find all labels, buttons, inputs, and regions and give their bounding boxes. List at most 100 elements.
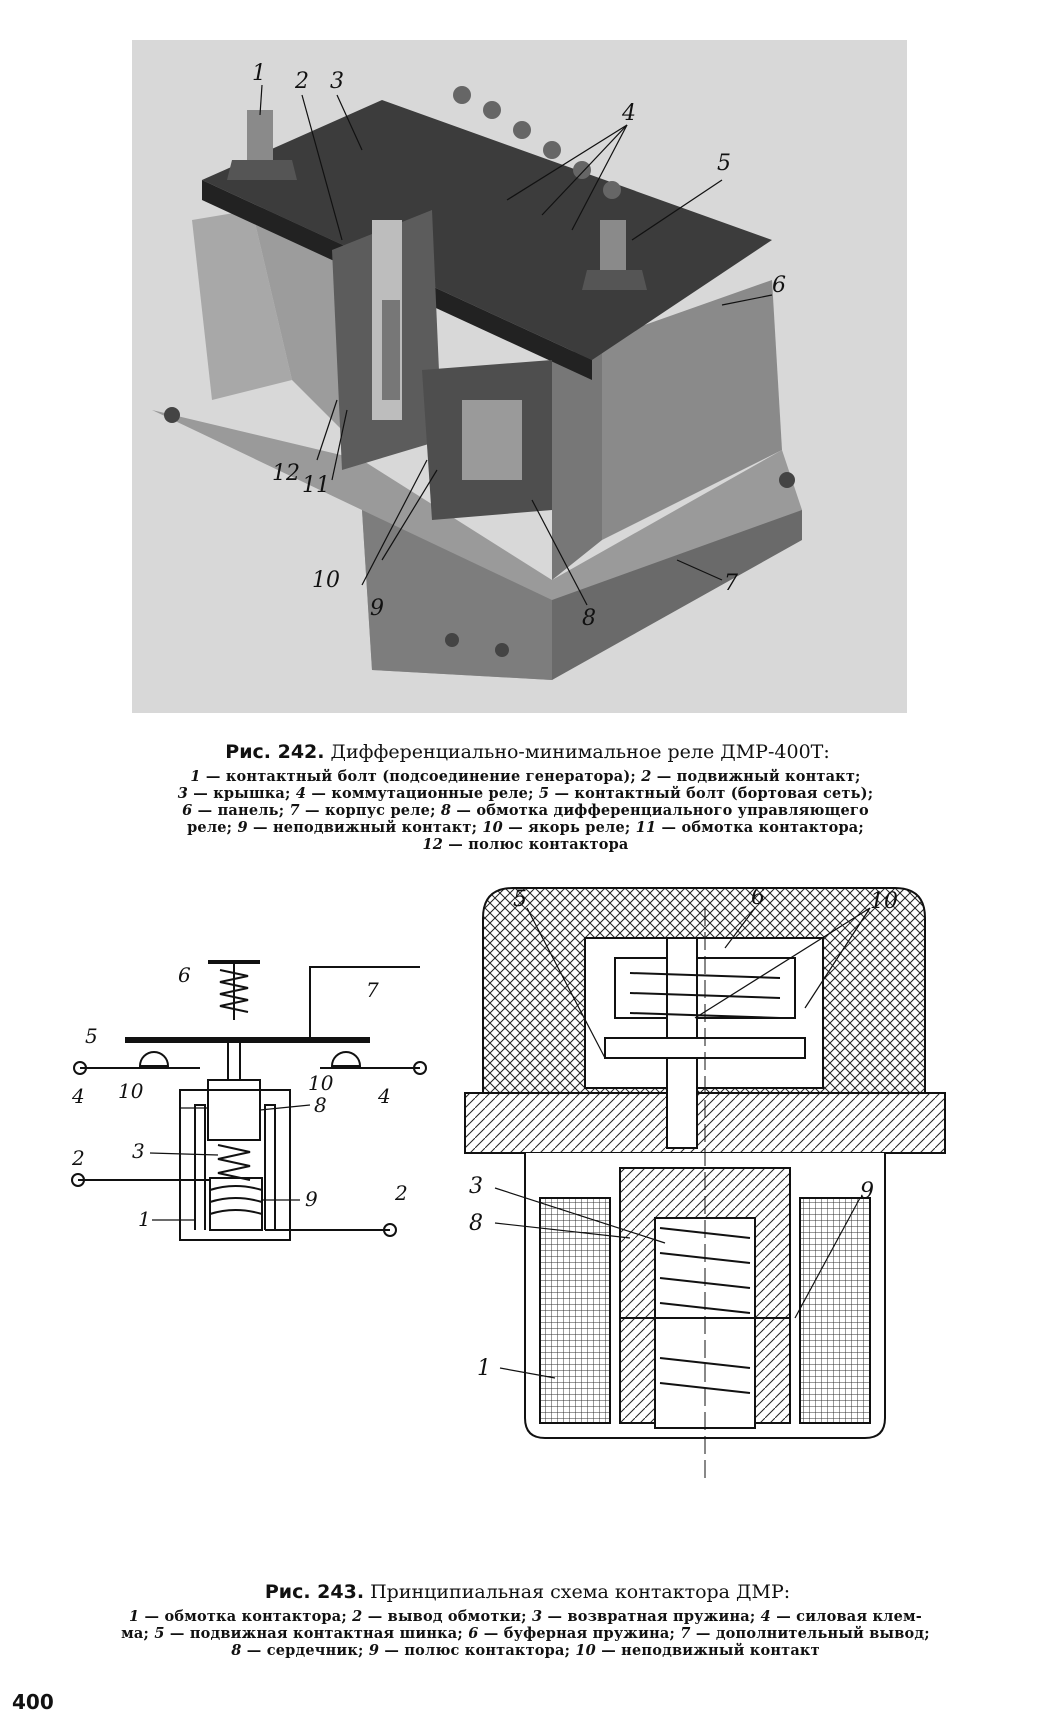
legend-number: 11 xyxy=(635,819,657,836)
contactor-schematic: 6 7 5 4 10 10 4 8 3 2 9 2 1 xyxy=(71,960,427,1241)
legend-text: — контактный болт (подсоединение генерат… xyxy=(200,768,642,785)
photo-label-4: 4 xyxy=(621,101,636,126)
schematic-label-9: 9 xyxy=(305,1187,318,1211)
relay-photo: 1 2 3 4 5 6 7 8 9 10 11 12 xyxy=(132,40,907,713)
schematic-label-10-left: 10 xyxy=(118,1079,144,1103)
section-label-10: 10 xyxy=(870,889,898,914)
legend-text: — обмотка контактора; xyxy=(139,1608,353,1625)
legend-text: — полюс контактора xyxy=(443,836,629,853)
section-label-5: 5 xyxy=(513,887,527,912)
legend-text: — подвижная контактная шинка; xyxy=(164,1625,469,1642)
legend-number: 8 xyxy=(231,1642,242,1659)
legend-line: 12 — полюс контактора xyxy=(48,836,1003,853)
photo-label-6: 6 xyxy=(772,273,786,298)
legend-number: 10 xyxy=(575,1642,596,1659)
photo-label-1: 1 xyxy=(252,61,266,86)
legend-text: — контактный болт (бортовая сеть); xyxy=(549,785,874,802)
fig243-legend: 1 — обмотка контактора; 2 — вывод обмотк… xyxy=(48,1608,1003,1659)
legend-number: 2 xyxy=(352,1608,363,1625)
photo-label-3: 3 xyxy=(330,69,344,94)
legend-line: 6 — панель; 7 — корпус реле; 8 — обмотка… xyxy=(48,802,1003,819)
fig242-legend: 1 — контактный болт (подсоединение генер… xyxy=(48,768,1003,853)
legend-text: — буферная пружина; xyxy=(478,1625,681,1642)
legend-text: — неподвижный контакт xyxy=(595,1642,820,1659)
legend-number: 3 xyxy=(531,1608,543,1625)
fig242-caption-label: Рис. 242. xyxy=(225,741,325,763)
fig243-caption-title: Принципиальная схема контактора ДМР: xyxy=(370,1581,791,1603)
photo-label-11: 11 xyxy=(302,473,330,498)
legend-text: — возвратная пружина; xyxy=(542,1608,761,1625)
schematic-label-2-left: 2 xyxy=(71,1146,85,1170)
legend-text: — коммутационные реле; xyxy=(306,785,539,802)
section-label-8: 8 xyxy=(469,1211,483,1236)
legend-number: 8 xyxy=(440,802,452,819)
legend-line: 1 — контактный болт (подсоединение генер… xyxy=(48,768,1003,785)
section-label-9: 9 xyxy=(860,1179,874,1204)
photo-label-5: 5 xyxy=(717,151,731,176)
legend-text: реле; xyxy=(187,819,238,836)
legend-text: — силовая клем- xyxy=(770,1608,923,1625)
legend-number: 6 xyxy=(182,802,193,819)
contactor-section: 5 6 10 3 8 9 1 xyxy=(464,885,946,1478)
legend-line: 1 — обмотка контактора; 2 — вывод обмотк… xyxy=(48,1608,1003,1625)
legend-text: — дополнительный вывод; xyxy=(690,1625,930,1642)
legend-number: 6 xyxy=(468,1625,479,1642)
legend-number: 7 xyxy=(289,802,300,819)
schematic-label-8: 8 xyxy=(314,1093,327,1117)
schematic-label-10-right: 10 xyxy=(308,1071,334,1095)
photo-label-7: 7 xyxy=(724,571,738,596)
legend-text: — обмотка дифференциального управляющего xyxy=(451,802,869,819)
legend-text: — крышка; xyxy=(188,785,296,802)
legend-number: 4 xyxy=(760,1608,771,1625)
schematic-label-4-right: 4 xyxy=(377,1084,391,1108)
legend-number: 1 xyxy=(128,1608,140,1625)
section-label-3: 3 xyxy=(469,1174,483,1199)
schematic-label-5: 5 xyxy=(85,1024,98,1048)
fig242-caption: Рис. 242. Дифференциально-минимальное ре… xyxy=(100,740,955,764)
legend-number: 3 xyxy=(177,785,189,802)
legend-text: — вывод обмотки; xyxy=(362,1608,532,1625)
photo-label-12: 12 xyxy=(272,461,300,486)
legend-text: — обмотка контактора; xyxy=(656,819,864,836)
schematic-label-2-right: 2 xyxy=(394,1181,408,1205)
legend-number: 10 xyxy=(482,819,503,836)
legend-text: ма; xyxy=(121,1625,155,1642)
legend-number: 4 xyxy=(295,785,307,802)
legend-text: — полюс контактора; xyxy=(379,1642,576,1659)
legend-number: 2 xyxy=(641,768,652,785)
schematic-label-1: 1 xyxy=(138,1207,151,1231)
relay-photo-drawing xyxy=(132,40,907,713)
legend-text: — неподвижный контакт; xyxy=(247,819,483,836)
legend-number: 12 xyxy=(422,836,444,853)
legend-line: 8 — сердечник; 9 — полюс контактора; 10 … xyxy=(48,1642,1003,1659)
legend-line: ма; 5 — подвижная контактная шинка; 6 — … xyxy=(48,1625,1003,1642)
legend-number: 7 xyxy=(680,1625,691,1642)
legend-number: 5 xyxy=(538,785,550,802)
legend-line: реле; 9 — неподвижный контакт; 10 — якор… xyxy=(48,819,1003,836)
schematic-label-7: 7 xyxy=(366,978,379,1002)
legend-number: 9 xyxy=(368,1642,380,1659)
legend-text: — корпус реле; xyxy=(299,802,441,819)
relay-photo-labels: 1 2 3 4 5 6 7 8 9 10 11 12 xyxy=(252,61,786,631)
fig243-caption: Рис. 243. Принципиальная схема контактор… xyxy=(100,1580,955,1604)
photo-label-8: 8 xyxy=(582,606,596,631)
legend-text: — подвижный контакт; xyxy=(651,768,861,785)
photo-label-9: 9 xyxy=(370,596,384,621)
schematic-label-6: 6 xyxy=(178,963,191,987)
legend-number: 5 xyxy=(154,1625,165,1642)
section-label-6: 6 xyxy=(751,885,765,910)
photo-label-2: 2 xyxy=(294,69,309,94)
legend-number: 1 xyxy=(190,768,201,785)
legend-text: — панель; xyxy=(192,802,290,819)
page-number: 400 xyxy=(12,1690,54,1714)
legend-number: 9 xyxy=(237,819,248,836)
legend-text: — сердечник; xyxy=(241,1642,369,1659)
legend-line: 3 — крышка; 4 — коммутационные реле; 5 —… xyxy=(48,785,1003,802)
legend-text: — якорь реле; xyxy=(502,819,636,836)
schematic-label-3: 3 xyxy=(132,1139,145,1163)
section-label-1: 1 xyxy=(477,1356,491,1381)
fig243-caption-label: Рис. 243. xyxy=(264,1581,365,1603)
fig242-caption-title: Дифференциально-минимальное реле ДМР-400… xyxy=(330,741,830,763)
schematic-label-4-left: 4 xyxy=(71,1084,85,1108)
photo-label-10: 10 xyxy=(312,568,340,593)
